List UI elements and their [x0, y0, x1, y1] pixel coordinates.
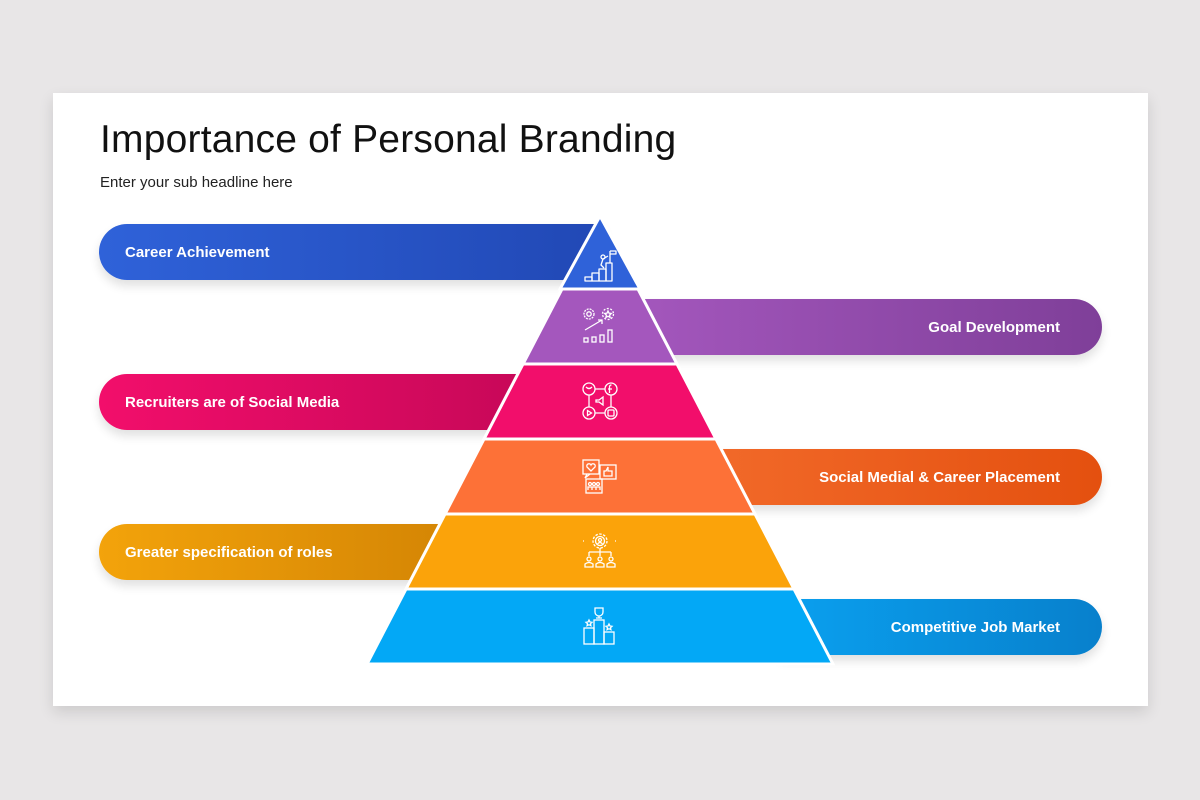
tier-3-bar: Recruiters are of Social Media [99, 374, 529, 430]
tier-6-segment [364, 587, 836, 666]
tier-4-label: Social Medial & Career Placement [819, 468, 1060, 486]
gear-star-growth-chart-icon [580, 306, 620, 346]
tier-3-label: Recruiters are of Social Media [125, 393, 340, 411]
tier-2-label: Goal Development [928, 318, 1060, 336]
tier-5-label: Greater specification of roles [125, 543, 333, 561]
social-media-network-icon [580, 381, 620, 421]
tier-6-bar: Competitive Job Market [780, 599, 1102, 655]
slide-title: Importance of Personal Branding [100, 118, 677, 161]
mountain-flag-climber-icon [581, 247, 621, 287]
gear-person-hierarchy-icon [580, 531, 620, 571]
tier-2-bar: Goal Development [630, 299, 1102, 355]
tier-6-label: Competitive Job Market [890, 618, 1060, 636]
social-feedback-bubbles-icon [580, 457, 620, 497]
tier-4-bar: Social Medial & Career Placement [700, 449, 1102, 505]
tier-1-bar: Career Achievement [99, 224, 604, 280]
tier-5-bar: Greater specification of roles [99, 524, 454, 580]
slide-subtitle: Enter your sub headline here [100, 174, 293, 191]
podium-trophy-icon [580, 606, 620, 646]
tier-1-label: Career Achievement [125, 243, 270, 261]
